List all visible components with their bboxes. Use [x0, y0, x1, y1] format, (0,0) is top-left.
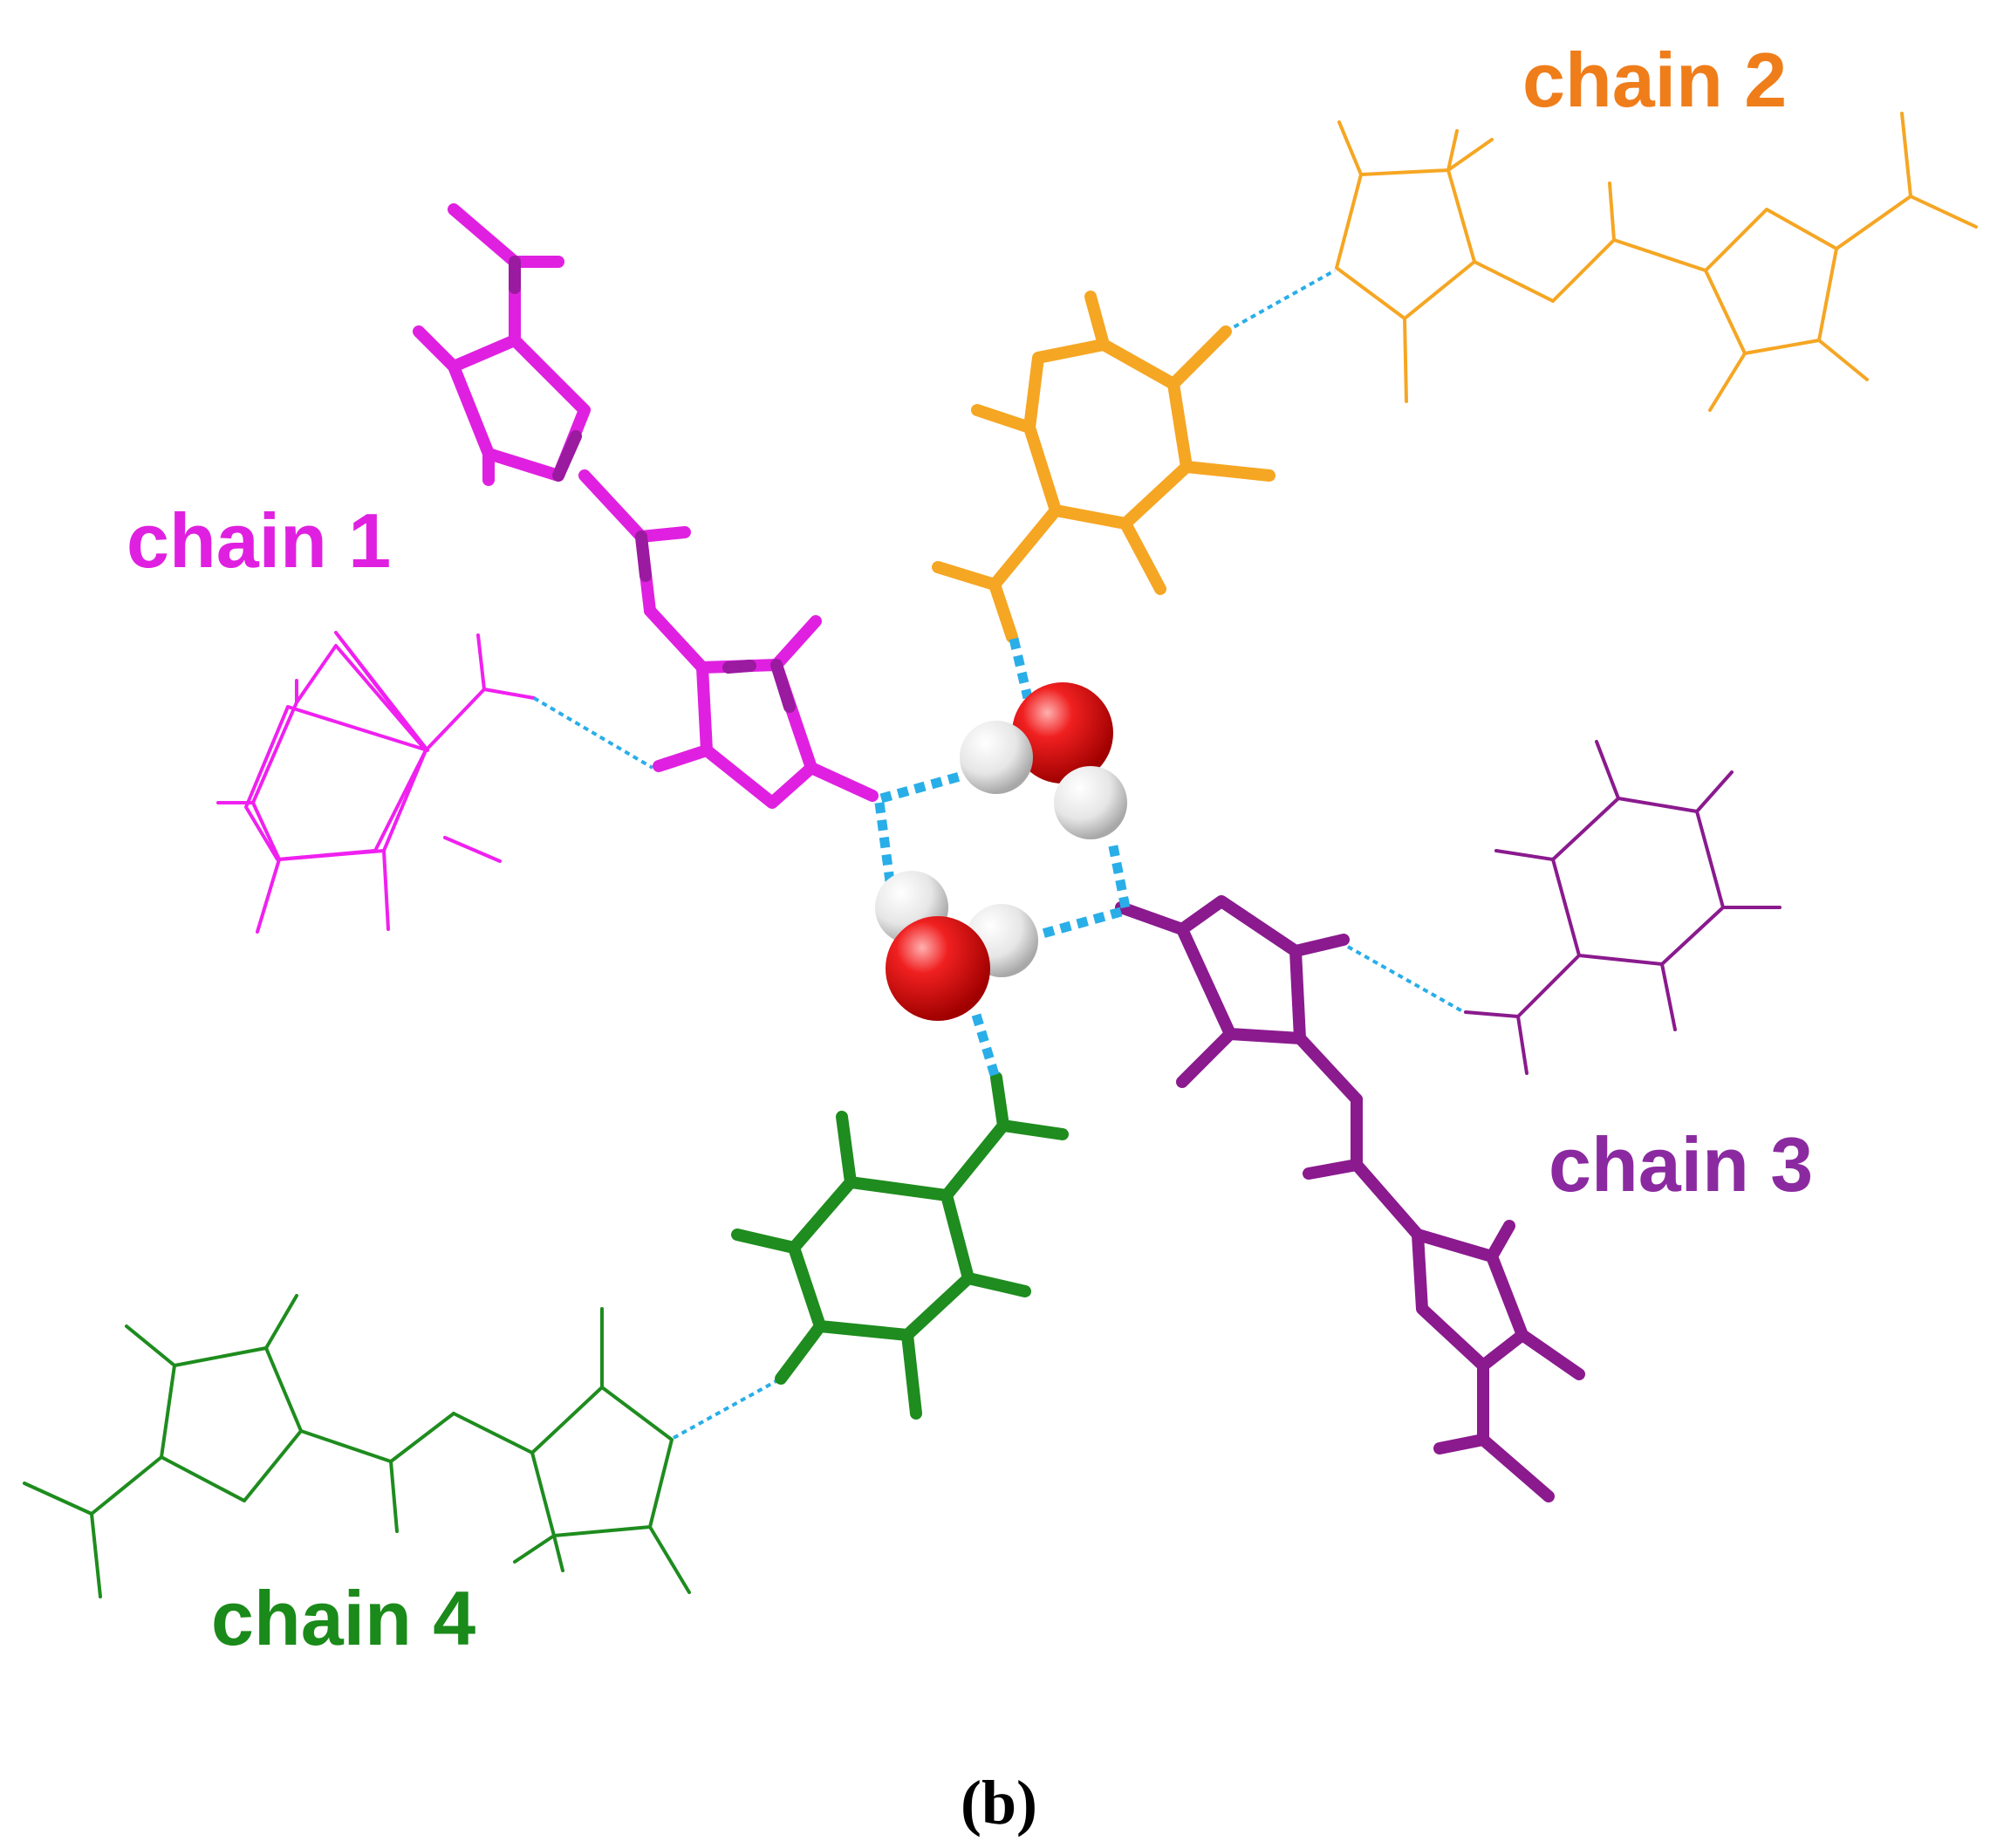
chain-1-water-hydrogen-bond — [879, 771, 961, 804]
chain-2-molecule — [932, 112, 1978, 700]
chain-1-dark-accents — [509, 256, 796, 713]
chain-2-hydrogen-bond — [1225, 269, 1336, 333]
chain-2-water-hydrogen-bond — [1009, 637, 1033, 700]
chain-1-thin-phenyl — [216, 631, 536, 934]
hydrogen-atom — [1054, 766, 1127, 839]
chain-2-benzyl-group — [932, 291, 1275, 643]
oxygen-atom — [886, 916, 990, 1021]
chain-4-molecule — [23, 771, 1069, 1598]
chain-3-label: chain 3 — [1549, 1121, 1813, 1208]
chain-4-benzyl-group — [731, 1071, 1069, 1420]
chain-3-water-hydrogen-bond — [1107, 840, 1131, 909]
chain-4-hydrogen-bond — [673, 1377, 782, 1440]
chain-1-label: chain 1 — [127, 497, 391, 584]
chain-1-hydrogen-bond — [532, 696, 654, 770]
panel-label: (b) — [961, 1768, 1037, 1838]
chain-2-thin-backbone — [1335, 112, 1978, 412]
chain-3-water-hydrogen-bond-2 — [1041, 907, 1123, 939]
chain-4-thin-backbone — [23, 1294, 691, 1598]
hydrogen-atom — [960, 721, 1033, 794]
water-molecule-upper — [960, 682, 1127, 839]
chain-3-hydrogen-bond — [1347, 945, 1465, 1014]
chain-4-label: chain 4 — [211, 1575, 475, 1661]
chain-1-thick-backbone — [413, 203, 879, 809]
chain-1-water-hydrogen-bond-2 — [874, 802, 895, 882]
chain-3-thin-phenyl — [1464, 740, 1782, 1075]
chain-3-thick-backbone — [1115, 895, 1585, 1502]
water-molecule-lower — [875, 871, 1038, 1021]
chain-4-water-hydrogen-bond — [970, 1010, 1000, 1077]
chain-2-label: chain 2 — [1522, 37, 1787, 123]
oxygen-atom — [1012, 682, 1113, 784]
chain-1-molecule — [216, 203, 879, 934]
chain-3-molecule — [1041, 740, 1782, 1502]
